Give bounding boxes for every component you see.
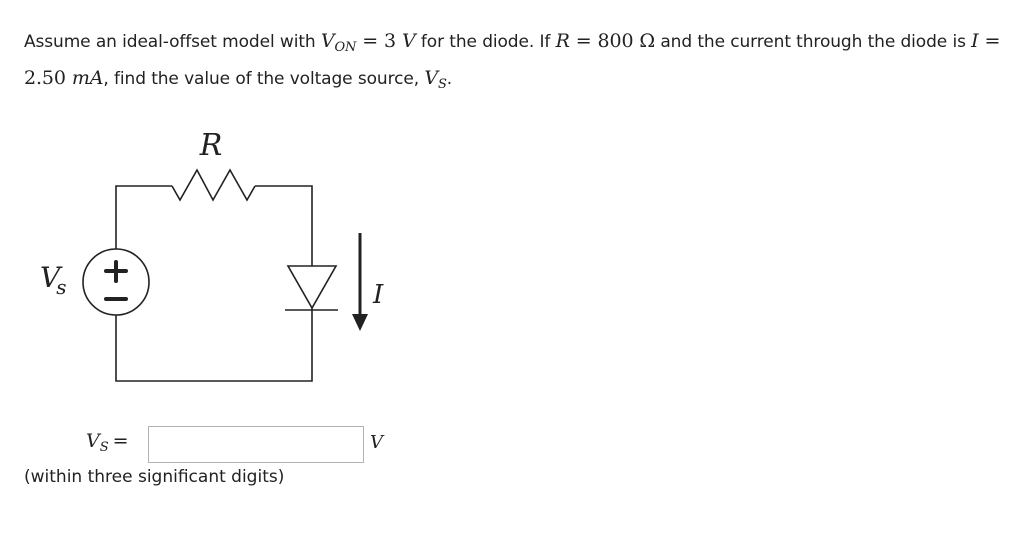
source-label: Vs: [40, 261, 67, 299]
answer-unit: V: [370, 432, 383, 453]
source-polarity-icons: [104, 260, 128, 301]
question-text-part: , find the value of the voltage source,: [103, 69, 425, 89]
precision-hint: (within three significant digits): [24, 467, 285, 487]
current-label: I: [372, 280, 384, 310]
i-expression: I = 2.50 mA: [24, 30, 1001, 89]
circuit-diagram: R Vs I: [40, 128, 384, 382]
question-text-part: Assume an ideal-offset model with: [24, 32, 321, 52]
voltage-source-symbol: [82, 248, 150, 316]
vs-answer-input[interactable]: [148, 426, 364, 463]
wire-top-left: [115, 185, 172, 249]
wire-top-right: [255, 185, 313, 266]
question-text-part: .: [446, 69, 453, 89]
answer-label: VS=: [86, 430, 129, 455]
resistor-symbol: [171, 168, 256, 202]
current-arrow-icon: [352, 233, 368, 331]
r-expression: R = 800 Ω: [555, 30, 656, 52]
wire-bottom: [115, 308, 313, 382]
answer-row: VS= V: [0, 426, 500, 463]
von-expression: VON = 3 V: [320, 30, 416, 55]
diode-symbol: [286, 265, 338, 310]
question-text: Assume an ideal-offset model with VON = …: [24, 26, 1014, 100]
resistor-label: R: [199, 128, 223, 163]
question-text-part: for the diode. If: [415, 32, 556, 52]
question-text-part: and the current through the diode is: [655, 32, 972, 52]
vs-expression: VS: [424, 67, 447, 92]
